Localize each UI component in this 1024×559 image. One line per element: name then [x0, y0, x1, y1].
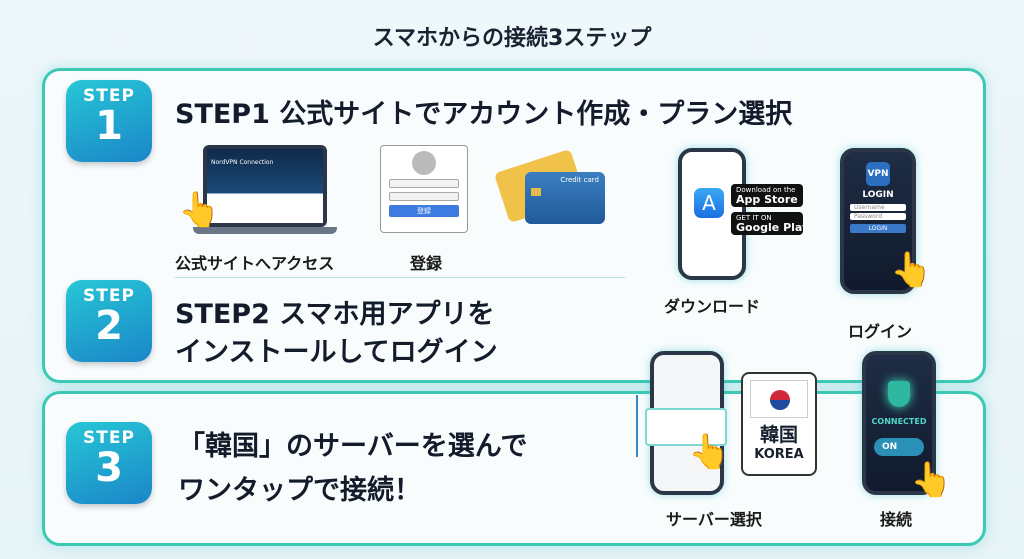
card-text: Credit card: [560, 176, 599, 184]
connected-phone: CONNECTED ON: [862, 351, 936, 495]
googleplay-text: Google Play: [736, 221, 810, 234]
avatar-icon: [412, 151, 436, 175]
vpn-logo: VPN: [866, 162, 890, 186]
on-toggle[interactable]: ON: [874, 438, 924, 456]
username-input[interactable]: [389, 179, 459, 188]
appstore-text: App Store: [736, 193, 798, 206]
shield-icon: [888, 381, 910, 407]
register-button[interactable]: 登録: [389, 205, 459, 217]
register-form: 登録: [380, 145, 468, 233]
googleplay-small: GET IT ON: [736, 214, 772, 222]
badge-number: 3: [95, 445, 123, 491]
password-input[interactable]: [389, 192, 459, 201]
korea-callout: 韓国 KOREA: [741, 372, 817, 476]
step-1-heading: STEP1 公式サイトでアカウント作成・プラン選択: [175, 99, 793, 130]
toggle-label: ON: [882, 442, 898, 452]
connect-label: 接続: [880, 510, 913, 529]
step-2-heading-line2: インストールしてログイン: [175, 337, 498, 368]
step-3-heading-line1: 「韓国」のサーバーを選んで: [178, 431, 528, 462]
hand-pointer-icon: 👆: [688, 432, 731, 472]
step-2-heading-line1: STEP2 スマホ用アプリを: [175, 299, 495, 330]
scroll-arrow-icon: [636, 395, 638, 457]
badge-label: STEP: [83, 286, 135, 306]
register-label: 登録: [410, 254, 443, 273]
hand-pointer-icon: 👆: [890, 250, 933, 290]
login-phone: VPN LOGIN Username Password LOGIN: [840, 148, 916, 294]
site-headline: NordVPN Connection: [211, 159, 274, 166]
korea-flag-icon: [750, 380, 808, 418]
badge-number: 2: [95, 303, 123, 349]
korea-jp: 韓国: [759, 424, 798, 446]
server-select-label: サーバー選択: [666, 510, 762, 529]
korea-en: KOREA: [754, 447, 804, 462]
hand-pointer-icon: 👆: [910, 460, 953, 500]
password-field[interactable]: Password: [850, 213, 906, 220]
korea-server-row[interactable]: [645, 408, 727, 446]
laptop-illustration: NordVPN Connection: [203, 145, 327, 227]
login-button[interactable]: LOGIN: [850, 224, 906, 233]
divider: [175, 277, 625, 278]
connected-status: CONNECTED: [871, 417, 927, 426]
site-access-label: 公式サイトへアクセス: [175, 254, 335, 273]
steps-1-2-panel: [42, 68, 986, 383]
credit-card-icon: Credit card: [525, 172, 605, 224]
laptop-base: [193, 227, 337, 234]
badge-number: 1: [95, 103, 123, 149]
website-screen: NordVPN Connection: [207, 149, 323, 223]
download-label: ダウンロード: [664, 297, 761, 316]
app-store-icon: A: [694, 188, 724, 218]
badge-label: STEP: [83, 86, 135, 106]
login-label: ログイン: [848, 322, 913, 341]
username-field[interactable]: Username: [850, 204, 906, 211]
badge-label: STEP: [83, 428, 135, 448]
page-title: スマホからの接続3ステップ: [372, 26, 652, 51]
appstore-small: Download on the: [736, 186, 796, 194]
hand-pointer-icon: 👆: [178, 190, 221, 230]
step-3-heading-line2: ワンタップで接続！: [178, 475, 421, 506]
step-3-panel: [42, 391, 986, 546]
login-title: LOGIN: [862, 190, 894, 200]
